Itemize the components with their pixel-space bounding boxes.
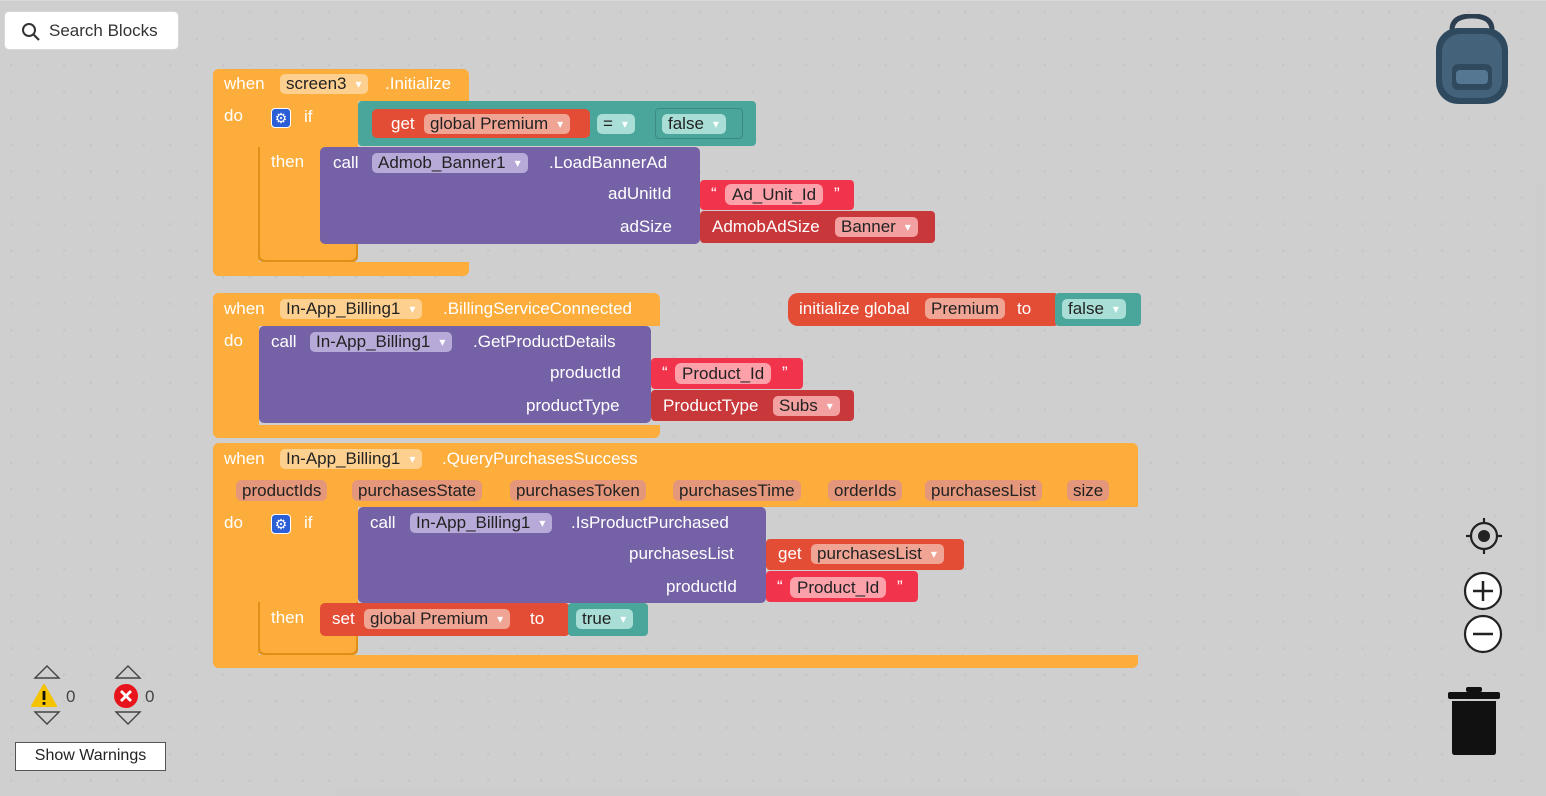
call-component-dropdown[interactable]: In-App_Billing1 — [310, 332, 453, 352]
show-warnings-button[interactable]: Show Warnings — [15, 742, 166, 771]
quote-open: “ — [777, 577, 783, 596]
variable-dropdown[interactable]: purchasesList — [811, 544, 944, 564]
error-navigator — [114, 665, 142, 725]
mutator-gear-icon[interactable]: ⚙ — [271, 108, 291, 128]
search-blocks-button[interactable]: Search Blocks — [4, 11, 179, 50]
error-next-icon — [114, 711, 142, 725]
component-dropdown[interactable]: screen3 — [280, 74, 369, 94]
horizontal-scrollbar[interactable] — [334, 789, 1300, 796]
warning-count: 0 — [66, 687, 76, 706]
to-label: to — [1017, 299, 1032, 318]
when-label: when — [224, 449, 265, 468]
text-value[interactable]: Product_Id — [790, 577, 887, 598]
quote-open: “ — [711, 184, 717, 203]
quote-close: ” — [782, 363, 788, 382]
to-label: to — [530, 609, 545, 628]
param-purchasestime[interactable]: purchasesTime — [673, 480, 801, 501]
search-icon — [22, 23, 40, 41]
then-label: then — [271, 608, 305, 627]
method-name: .LoadBannerAd — [549, 153, 668, 172]
vertical-scrollbar[interactable] — [1536, 184, 1544, 632]
call-label: call — [271, 332, 297, 351]
arg-producttype-label: productType — [526, 396, 620, 415]
set-variable-dropdown[interactable]: global Premium — [364, 609, 511, 629]
helper-dropdown[interactable]: Subs — [773, 396, 840, 416]
warning-navigator — [33, 665, 61, 725]
call-component-dropdown[interactable]: Admob_Banner1 — [372, 153, 528, 173]
text-value[interactable]: Ad_Unit_Id — [725, 184, 824, 205]
warning-next-icon — [33, 711, 61, 725]
true-dropdown[interactable]: true — [576, 609, 634, 629]
do-label: do — [224, 106, 243, 125]
false-dropdown[interactable]: false — [662, 114, 726, 134]
helper-type: AdmobAdSize — [712, 217, 820, 236]
error-prev-icon — [114, 665, 142, 679]
then-label: then — [271, 152, 305, 171]
variable-dropdown[interactable]: global Premium — [424, 114, 571, 134]
search-blocks-label: Search Blocks — [49, 21, 158, 40]
method-name: .IsProductPurchased — [571, 513, 729, 532]
quote-close: ” — [897, 577, 903, 596]
trash-icon[interactable] — [1446, 686, 1502, 756]
do-label: do — [224, 513, 243, 532]
zoom-out-icon[interactable] — [1463, 614, 1503, 654]
event-name: .BillingServiceConnected — [443, 299, 632, 318]
helper-dropdown[interactable]: Banner — [835, 217, 918, 237]
backpack-icon[interactable] — [1430, 14, 1514, 106]
mutator-gear-icon[interactable]: ⚙ — [271, 514, 291, 534]
error-icon — [114, 684, 138, 708]
event-name: .QueryPurchasesSuccess — [442, 449, 638, 468]
error-count: 0 — [145, 687, 155, 706]
helper-type: ProductType — [663, 396, 759, 415]
warning-prev-icon — [33, 665, 61, 679]
arg-productid-label: productId — [550, 363, 621, 382]
quote-open: “ — [662, 363, 668, 382]
quote-close: ” — [834, 184, 840, 203]
arg-adunitid-label: adUnitId — [608, 184, 672, 203]
call-component-dropdown[interactable]: In-App_Billing1 — [410, 513, 553, 533]
call-label: call — [333, 153, 359, 172]
init-global-label: initialize global — [799, 299, 910, 318]
get-label: get — [778, 544, 802, 563]
param-purchaseslist[interactable]: purchasesList — [925, 480, 1042, 501]
get-label: get — [391, 114, 415, 133]
param-size[interactable]: size — [1067, 480, 1110, 501]
param-orderids[interactable]: orderIds — [828, 480, 903, 501]
param-purchasestoken[interactable]: purchasesToken — [510, 480, 646, 501]
false-dropdown[interactable]: false — [1062, 299, 1126, 319]
recenter-icon[interactable] — [1464, 516, 1504, 556]
zoom-in-icon[interactable] — [1463, 571, 1503, 611]
arg-productid-label: productId — [666, 577, 737, 596]
component-dropdown[interactable]: In-App_Billing1 — [280, 449, 423, 469]
when-label: when — [224, 74, 265, 93]
when-label: when — [224, 299, 265, 318]
method-name: .GetProductDetails — [473, 332, 616, 351]
global-name-field[interactable]: Premium — [925, 298, 1006, 319]
param-productids[interactable]: productIds — [236, 480, 328, 501]
do-label: do — [224, 331, 243, 350]
param-purchasesstate[interactable]: purchasesState — [352, 480, 483, 501]
arg-adsize-label: adSize — [620, 217, 672, 236]
set-label: set — [332, 609, 355, 628]
if-label: if — [304, 107, 313, 126]
top-border — [0, 0, 1546, 1]
text-value[interactable]: Product_Id — [675, 363, 772, 384]
call-label: call — [370, 513, 396, 532]
event-name: .Initialize — [385, 74, 452, 93]
warning-icon — [31, 684, 57, 707]
operator-dropdown[interactable]: = — [597, 114, 635, 134]
arg-purchaseslist-label: purchasesList — [629, 544, 734, 563]
if-label: if — [304, 513, 313, 532]
component-dropdown[interactable]: In-App_Billing1 — [280, 299, 423, 319]
